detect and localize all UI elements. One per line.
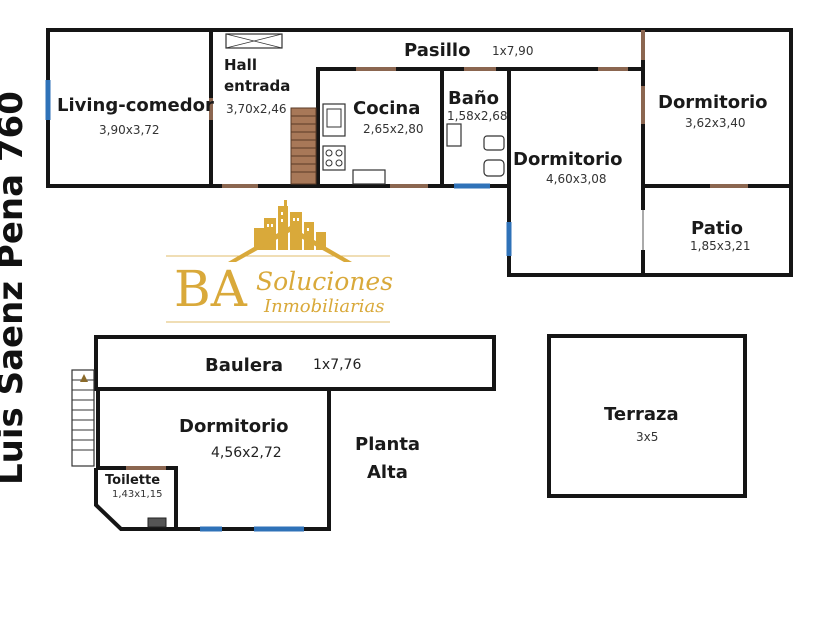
ground-floor: Living-comedor 3,90x3,72 Hall entrada 3,… <box>45 28 793 277</box>
toilette-fixture <box>147 517 167 528</box>
room-name-hall-2: entrada <box>224 77 290 95</box>
room-name-dormitorio-right: Dormitorio <box>658 92 768 113</box>
room-name-cocina: Cocina <box>353 98 420 119</box>
planta-alta-line2: Alta <box>367 462 408 483</box>
room-name-baulera: Baulera <box>205 355 283 376</box>
room-dims-baulera: 1x7,76 <box>313 357 361 373</box>
company-logo: BA Soluciones Inmobiliarias <box>166 200 393 323</box>
upper-stairs <box>71 369 95 467</box>
room-dims-pasillo: 1x7,90 <box>492 44 533 58</box>
room-dims-dormitorio-center: 4,60x3,08 <box>546 172 607 186</box>
toilette-walls <box>94 468 176 531</box>
room-dims-dormitorio-alta: 4,56x2,72 <box>211 445 282 461</box>
skyline-icon <box>228 200 352 262</box>
room-name-patio: Patio <box>691 218 743 239</box>
hall-cabinet <box>225 33 283 49</box>
room-name-dormitorio-center: Dormitorio <box>513 149 623 170</box>
ground-floor-outer-wall <box>46 28 793 277</box>
stairs <box>290 107 317 185</box>
logo-line2: Inmobiliarias <box>263 296 384 317</box>
logo-line1: Soluciones <box>256 267 393 296</box>
room-name-toilette: Toilette <box>105 473 160 488</box>
room-dims-terraza: 3x5 <box>636 430 658 444</box>
room-name-bano: Baño <box>448 88 499 109</box>
room-dims-dormitorio-right: 3,62x3,40 <box>685 116 746 130</box>
kitchen-fixtures <box>322 103 386 185</box>
room-name-terraza: Terraza <box>604 404 679 425</box>
bathroom-fixtures <box>446 123 505 177</box>
baulera-walls <box>94 335 496 391</box>
room-name-pasillo: Pasillo <box>404 40 470 61</box>
planta-alta-line1: Planta <box>355 434 420 455</box>
room-name-living: Living-comedor <box>57 95 214 116</box>
room-dims-patio: 1,85x3,21 <box>690 239 751 253</box>
room-dims-living: 3,90x3,72 <box>99 123 160 137</box>
room-dims-bano: 1,58x2,68 <box>447 109 508 123</box>
room-name-hall-1: Hall <box>224 56 257 74</box>
upper-floor: Baulera 1x7,76 Dormitorio 4,56x2,72 Toil… <box>71 334 747 532</box>
room-dims-hall: 3,70x2,46 <box>226 102 287 116</box>
terraza-walls <box>547 334 747 498</box>
pasillo-lower-wall <box>316 67 643 186</box>
room-dims-cocina: 2,65x2,80 <box>363 122 424 136</box>
logo-initials: BA <box>174 260 248 318</box>
street-label: Luis Saenz Pena 760 <box>0 91 31 485</box>
room-dims-toilette: 1,43x1,15 <box>112 489 162 500</box>
room-name-dormitorio-alta: Dormitorio <box>179 416 289 437</box>
skyline-windows <box>267 212 309 231</box>
